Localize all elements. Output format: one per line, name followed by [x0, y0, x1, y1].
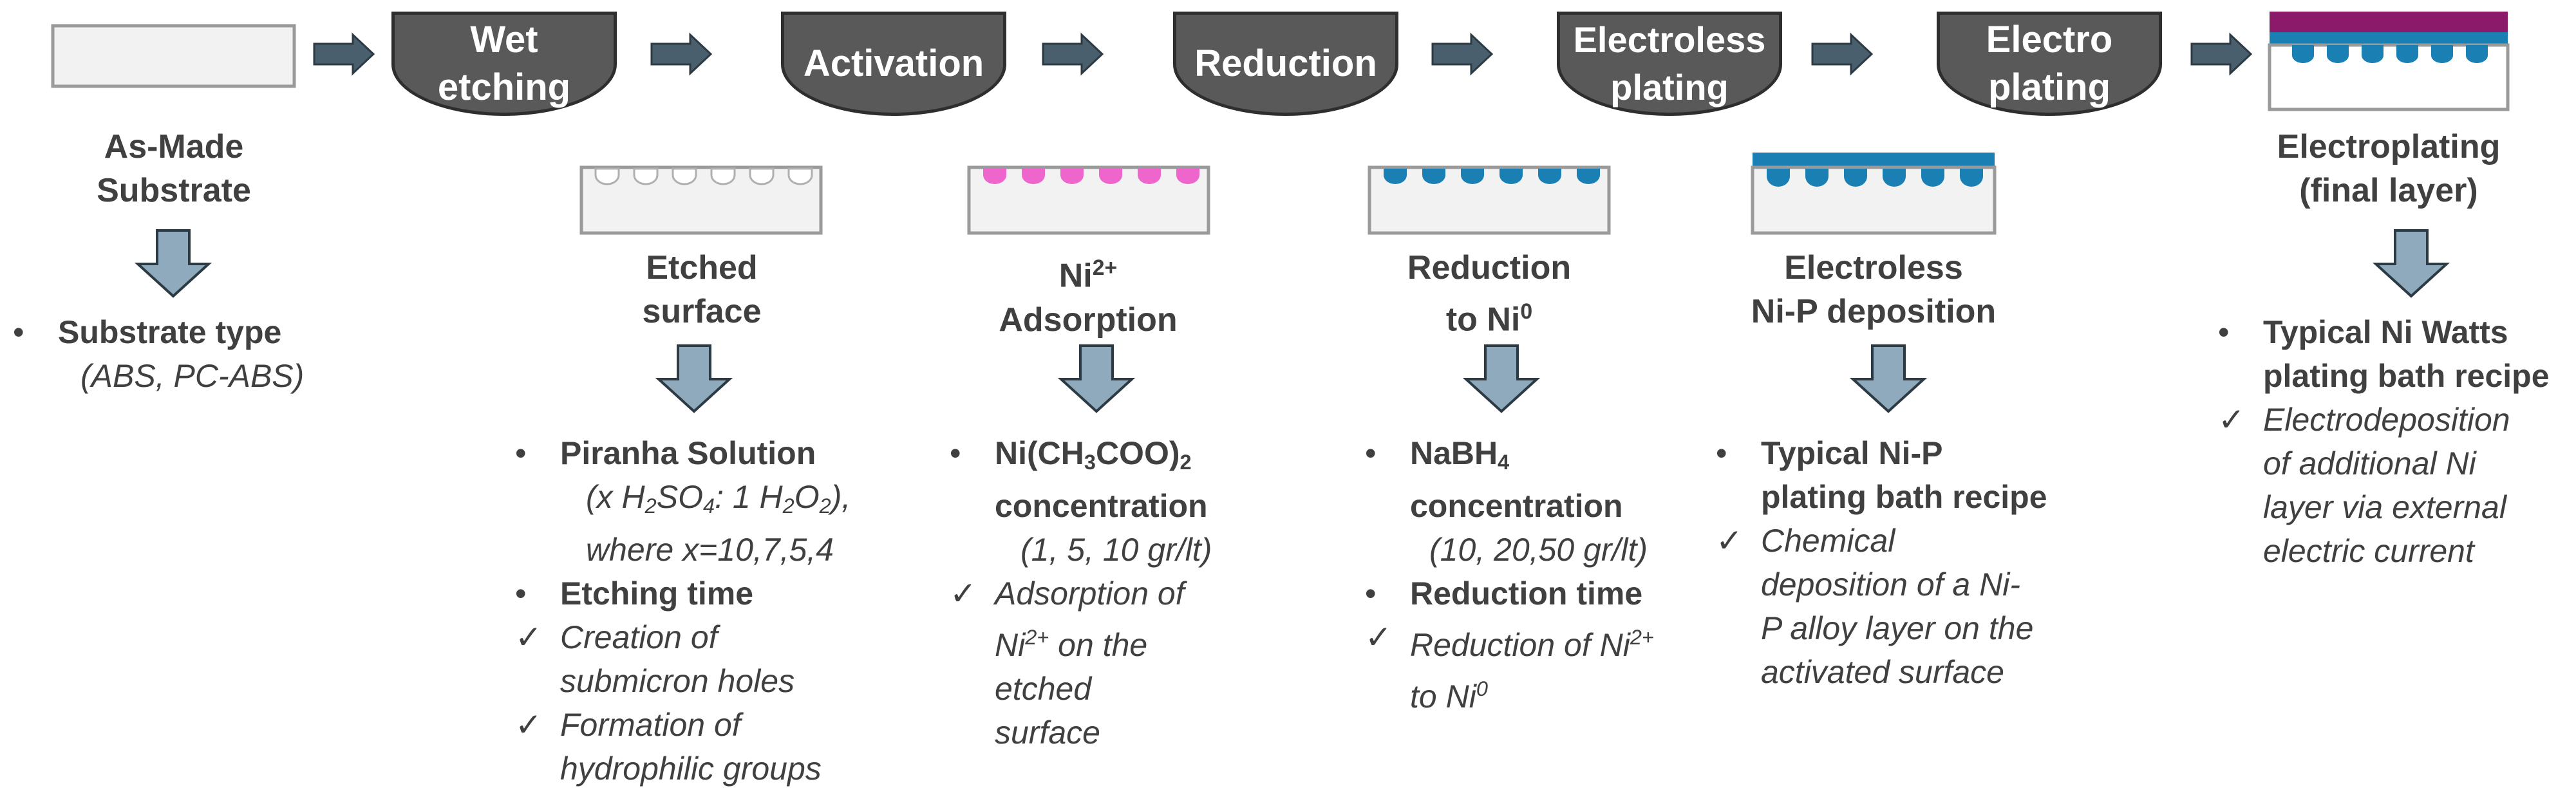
flow-arrow-5 — [1811, 33, 1873, 75]
down-arrow-substrate — [136, 229, 210, 297]
flow-arrow-3 — [1042, 33, 1104, 75]
down-arrow-reduction — [1465, 344, 1538, 413]
down-arrow-adsorption — [1060, 344, 1133, 413]
adsorption-sample — [967, 165, 1210, 235]
electroplating-details: •Typical Ni Watts plating bath recipe ✓E… — [2218, 314, 2550, 569]
reduction-sample — [1368, 165, 1611, 235]
reduction-details: •NaBH4 concentration (10, 20,50 gr/lt) •… — [1365, 435, 1654, 715]
etching-details: •Piranha Solution (x H2SO4: 1 H2O2), whe… — [515, 435, 851, 787]
electroless-sample — [1751, 153, 1997, 235]
flow-arrow-4 — [1431, 33, 1493, 75]
down-arrow-electroless — [1852, 344, 1925, 413]
down-arrow-etched — [657, 344, 731, 413]
final-layer-sample — [2268, 12, 2510, 111]
substrate-details: •Substrate type (ABS, PC-ABS) — [13, 314, 305, 394]
label-reduction-to-ni: Reduction to Ni0 — [1407, 249, 1572, 339]
electroless-details: •Typical Ni-P plating bath recipe ✓Chemi… — [1716, 435, 2047, 690]
step-reduction: Reduction — [1173, 12, 1398, 116]
etched-surface-sample — [579, 165, 823, 235]
flow-arrow-2 — [650, 33, 712, 75]
label-electroplating-final: Electroplating(final layer) — [2277, 128, 2501, 209]
flow-arrow-6 — [2190, 33, 2252, 75]
down-arrow-electroplating — [2374, 229, 2448, 297]
label-ni-adsorption: Ni2+ Adsorption — [999, 256, 1178, 339]
as-made-substrate — [51, 24, 296, 88]
step-activation: Activation — [781, 12, 1006, 116]
flow-arrow-1 — [313, 33, 375, 75]
activation-details: •Ni(CH3COO)2 concentration (1, 5, 10 gr/… — [950, 435, 1212, 751]
